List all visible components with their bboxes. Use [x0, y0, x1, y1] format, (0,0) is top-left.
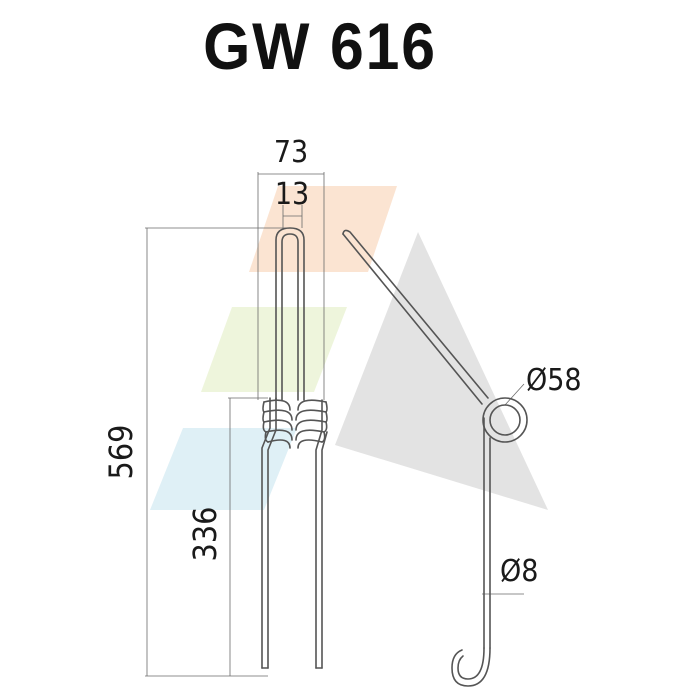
top-loop — [275, 227, 305, 401]
right-coil — [295, 399, 328, 449]
spring-part — [261, 227, 528, 687]
dim-wire-diameter: Ø8 — [500, 554, 538, 589]
diagonal-arm — [342, 229, 489, 399]
dim-width-inner: 13 — [275, 177, 309, 212]
hook — [451, 647, 491, 687]
watermark-blue-band — [150, 428, 297, 510]
dim-width-overall: 73 — [274, 135, 308, 170]
watermark-green-band — [201, 307, 347, 392]
dimension-lines — [145, 172, 525, 677]
dim-coil-diameter: Ø58 — [526, 363, 582, 398]
page-title: GW 616 — [203, 9, 437, 83]
right-tine — [315, 399, 323, 669]
dim-height-lower: 336 — [186, 507, 224, 562]
coil-eye-outer — [482, 397, 528, 443]
watermark-logo — [150, 186, 548, 510]
dim-height-total: 569 — [102, 425, 140, 480]
watermark-gray-triangle — [335, 232, 548, 510]
left-coil — [262, 399, 293, 449]
watermark-orange-band — [249, 186, 397, 272]
coil-eye-inner — [489, 404, 521, 436]
